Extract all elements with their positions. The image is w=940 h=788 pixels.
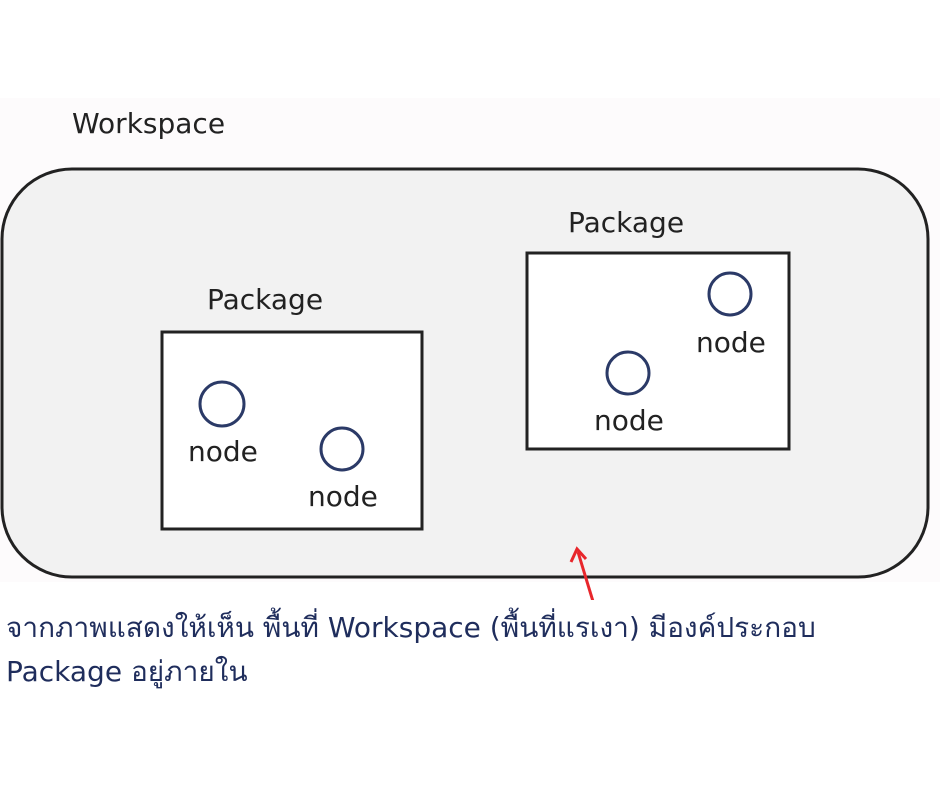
node-label: node <box>308 480 378 513</box>
caption-line-2: Package อยู่ภายใน <box>6 655 248 688</box>
node-circle <box>319 426 365 472</box>
package-box <box>160 330 424 531</box>
node-circle <box>198 380 246 428</box>
diagram: Workspace Package node node Package node… <box>0 107 930 600</box>
package-label: Package <box>568 206 684 239</box>
workspace-label: Workspace <box>72 107 225 140</box>
node-label: node <box>188 435 258 468</box>
node-circle <box>707 271 753 317</box>
caption: จากภาพแสดงให้เห็น พื้นที่ Workspace (พื้… <box>6 606 926 694</box>
arrow-icon <box>569 546 595 600</box>
node-label: node <box>594 404 664 437</box>
node-label: node <box>696 326 766 359</box>
package-left: Package node node <box>160 283 424 531</box>
node-circle <box>605 350 651 396</box>
caption-line-1: จากภาพแสดงให้เห็น พื้นที่ Workspace (พื้… <box>6 611 816 644</box>
package-box <box>525 251 791 451</box>
package-right: Package node node <box>525 206 791 451</box>
package-label: Package <box>207 283 323 316</box>
